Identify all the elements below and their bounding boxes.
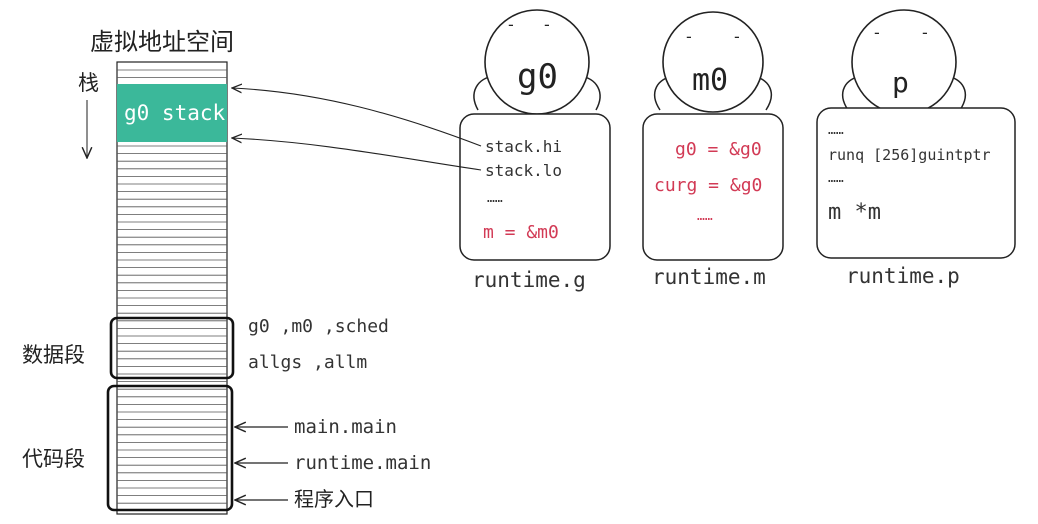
g-struct: - - g0 stack.hi stack.lo …… m = &m0 runt… xyxy=(459,9,611,292)
g-field-m: m = &m0 xyxy=(483,222,559,243)
m-field-1: curg = &g0 xyxy=(654,175,762,196)
m-field-0: g0 = &g0 xyxy=(675,139,762,160)
svg-text:-: - xyxy=(686,27,692,46)
m-type-name: runtime.m xyxy=(652,265,766,289)
data-vars-line1: g0 ,m0 ,sched xyxy=(248,316,389,337)
address-space-column xyxy=(116,61,228,515)
g-type-name: runtime.g xyxy=(472,268,586,292)
address-space-title: 虚拟地址空间 xyxy=(90,28,234,56)
svg-text:-: - xyxy=(544,15,550,34)
code-segment-box xyxy=(106,384,234,512)
m-head-label: m0 xyxy=(692,63,728,98)
code-segment-label: 代码段 xyxy=(22,447,85,471)
g0-stack-region xyxy=(117,84,227,142)
p-field-1: runq [256]guintptr xyxy=(828,146,991,164)
data-segment-label: 数据段 xyxy=(22,343,85,367)
p-type-name: runtime.p xyxy=(846,264,960,288)
code-runtime-main: runtime.main xyxy=(294,452,431,474)
p-field-m: m *m xyxy=(828,200,881,225)
stack-label: 栈 xyxy=(78,71,99,95)
g0-stack-label: g0 stack xyxy=(124,101,226,125)
g-field-2: …… xyxy=(487,191,503,206)
p-box xyxy=(816,107,1016,259)
p-struct: - - p …… runq [256]guintptr …… m *m runt… xyxy=(816,9,1016,288)
code-entry: 程序入口 xyxy=(294,487,374,511)
p-head-label: p xyxy=(892,66,909,99)
m-head xyxy=(662,11,764,113)
g-head-label: g0 xyxy=(517,57,558,97)
arrow-stack-lo xyxy=(232,138,482,171)
code-main-main: main.main xyxy=(294,416,397,438)
p-field-0: …… xyxy=(828,123,844,138)
m-box xyxy=(642,113,784,261)
m-field-2: …… xyxy=(697,209,713,224)
svg-text:-: - xyxy=(734,27,740,46)
g-field-0: stack.hi xyxy=(485,137,562,156)
svg-text:-: - xyxy=(922,23,928,42)
memory-rows xyxy=(117,69,227,504)
m-struct: - - m0 g0 = &g0 curg = &g0 …… runtime.m xyxy=(642,11,784,289)
g-box xyxy=(459,113,611,261)
data-segment-box xyxy=(109,316,235,380)
p-field-2: …… xyxy=(828,171,844,186)
svg-text:-: - xyxy=(874,23,880,42)
data-vars-line2: allgs ,allm xyxy=(248,352,367,373)
g-field-1: stack.lo xyxy=(485,161,562,180)
arrow-stack-hi xyxy=(232,88,482,147)
svg-text:-: - xyxy=(508,15,514,34)
